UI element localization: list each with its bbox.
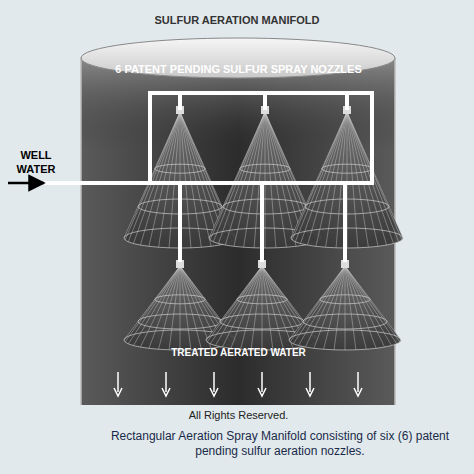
outflow-arrows bbox=[114, 372, 362, 396]
manifold-pipe bbox=[40, 93, 372, 262]
caption: Rectangular Aeration Spray Manifold cons… bbox=[92, 429, 468, 459]
inlet-arrow bbox=[8, 182, 44, 185]
title: SULFUR AERATION MANIFOLD bbox=[0, 14, 474, 28]
tank-lid bbox=[81, 38, 395, 78]
tank-wall bbox=[80, 58, 82, 405]
copyright-note: All Rights Reserved. bbox=[82, 409, 395, 423]
nozzle-label: 6 PATENT PENDING SULFUR SPRAY NOZZLES bbox=[82, 63, 395, 77]
spray-cone bbox=[289, 260, 401, 350]
outlet-label: TREATED AERATED WATER bbox=[82, 347, 395, 360]
inlet-label: WELL WATER bbox=[4, 149, 68, 177]
